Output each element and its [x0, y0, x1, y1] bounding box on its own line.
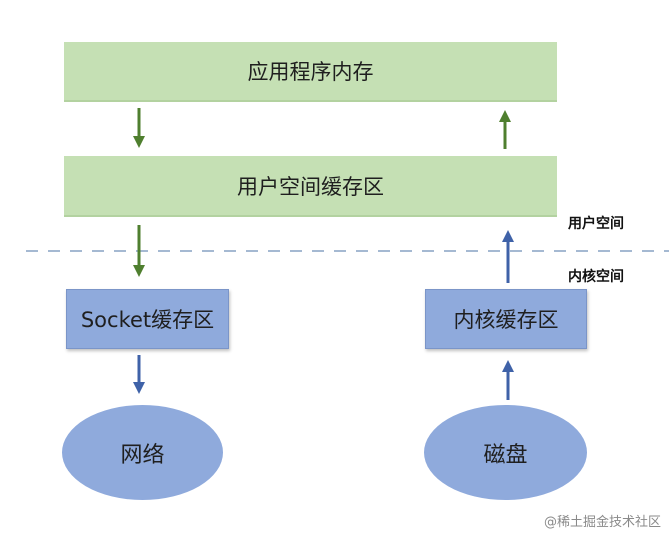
disk-label: 磁盘 — [483, 442, 528, 468]
socket-buffer-box: Socket缓存区 — [66, 289, 229, 349]
kernel-space-label: 内核空间 — [568, 269, 624, 285]
network-label: 网络 — [120, 442, 165, 468]
app-memory-label: 应用程序内存 — [247, 60, 374, 84]
network-node: 网络 — [62, 405, 223, 500]
kernel-buffer-label: 内核缓存区 — [453, 308, 559, 332]
user-space-buffer-label: 用户空间缓存区 — [237, 174, 384, 199]
user-space-buffer-box: 用户空间缓存区 — [64, 156, 557, 217]
user-space-label: 用户空间 — [568, 216, 624, 232]
kernel-buffer-box: 内核缓存区 — [425, 289, 587, 349]
watermark: @稀土掘金技术社区 — [543, 515, 661, 530]
socket-buffer-label: Socket缓存区 — [80, 308, 215, 332]
disk-node: 磁盘 — [424, 405, 587, 500]
app-memory-box: 应用程序内存 — [64, 42, 557, 102]
